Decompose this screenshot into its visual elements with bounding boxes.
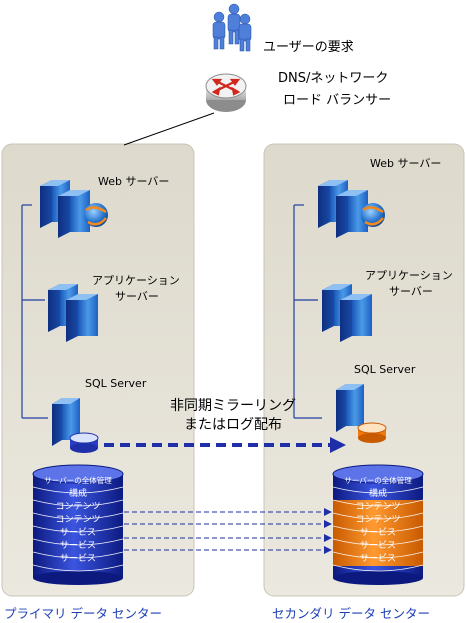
primary-app-server-label-1: アプリケーション	[92, 274, 180, 287]
replication-arrow	[104, 437, 346, 453]
secondary-sql-server-icon	[336, 384, 387, 443]
primary-app-server-icon	[48, 284, 98, 342]
secondary-app-server-icon	[322, 284, 372, 342]
secondary-sql-server-label: SQL Server	[354, 363, 416, 376]
secondary-app-server-label-1: アプリケーション	[365, 269, 453, 282]
primary-db-layer-1: 構成	[68, 489, 87, 499]
replication-label-1: 非同期ミラーリング	[170, 398, 296, 414]
load-balancer-label-2: ロード バランサー	[283, 93, 392, 108]
primary-sql-server-icon	[52, 398, 99, 453]
secondary-db-layer-2: コンテンツ	[355, 502, 401, 512]
primary-db-layer-0: サーバーの全体管理	[44, 476, 112, 485]
secondary-web-server-icon	[318, 180, 385, 238]
primary-db-layer-6: サービス	[59, 554, 96, 564]
primary-connector-bracket	[21, 204, 48, 419]
secondary-connector-bracket	[293, 204, 322, 419]
secondary-db-layer-1: 構成	[368, 489, 387, 499]
secondary-db-layer-3: コンテンツ	[355, 515, 401, 525]
secondary-web-server-label: Web サーバー	[370, 157, 442, 170]
secondary-db-layer-4: サービス	[359, 528, 396, 538]
primary-db-layer-3: コンテンツ	[55, 515, 101, 525]
secondary-database-stack	[332, 464, 424, 585]
users-label: ユーザーの要求	[263, 40, 354, 55]
lb-to-primary-line	[123, 112, 215, 146]
primary-app-server-label-2: サーバー	[115, 290, 159, 303]
primary-db-layer-2: コンテンツ	[55, 502, 101, 512]
primary-datacenter-name: プライマリ データ センター	[4, 606, 162, 621]
primary-db-layer-5: サービス	[59, 541, 96, 551]
primary-web-server-icon	[40, 180, 108, 238]
secondary-db-layer-5: サービス	[359, 541, 396, 551]
primary-db-layer-4: サービス	[59, 528, 96, 538]
secondary-app-server-label-2: サーバー	[389, 285, 433, 298]
secondary-datacenter-name: セカンダリ データ センター	[272, 606, 430, 621]
db-sync-arrows	[124, 511, 324, 551]
replication-label-2: またはログ配布	[184, 417, 282, 433]
router-icon	[205, 73, 247, 112]
db-sync-arrowheads	[324, 508, 332, 554]
primary-web-server-label: Web サーバー	[98, 175, 170, 188]
primary-sql-server-label: SQL Server	[85, 377, 147, 390]
primary-database-stack	[32, 464, 124, 585]
secondary-db-layer-0: サーバーの全体管理	[344, 476, 412, 485]
users-icon	[212, 3, 252, 52]
load-balancer-label-1: DNS/ネットワーク	[278, 71, 389, 86]
secondary-db-layer-6: サービス	[359, 554, 396, 564]
